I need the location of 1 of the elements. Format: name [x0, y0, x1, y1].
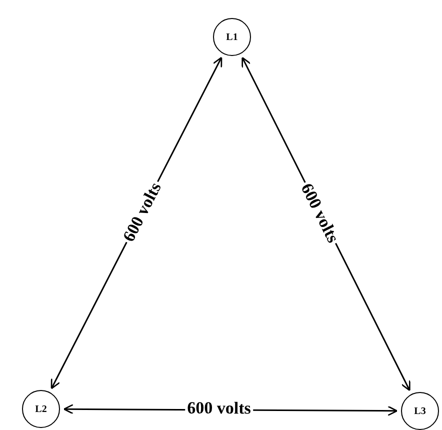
edge-label: 600 volts: [185, 399, 254, 417]
